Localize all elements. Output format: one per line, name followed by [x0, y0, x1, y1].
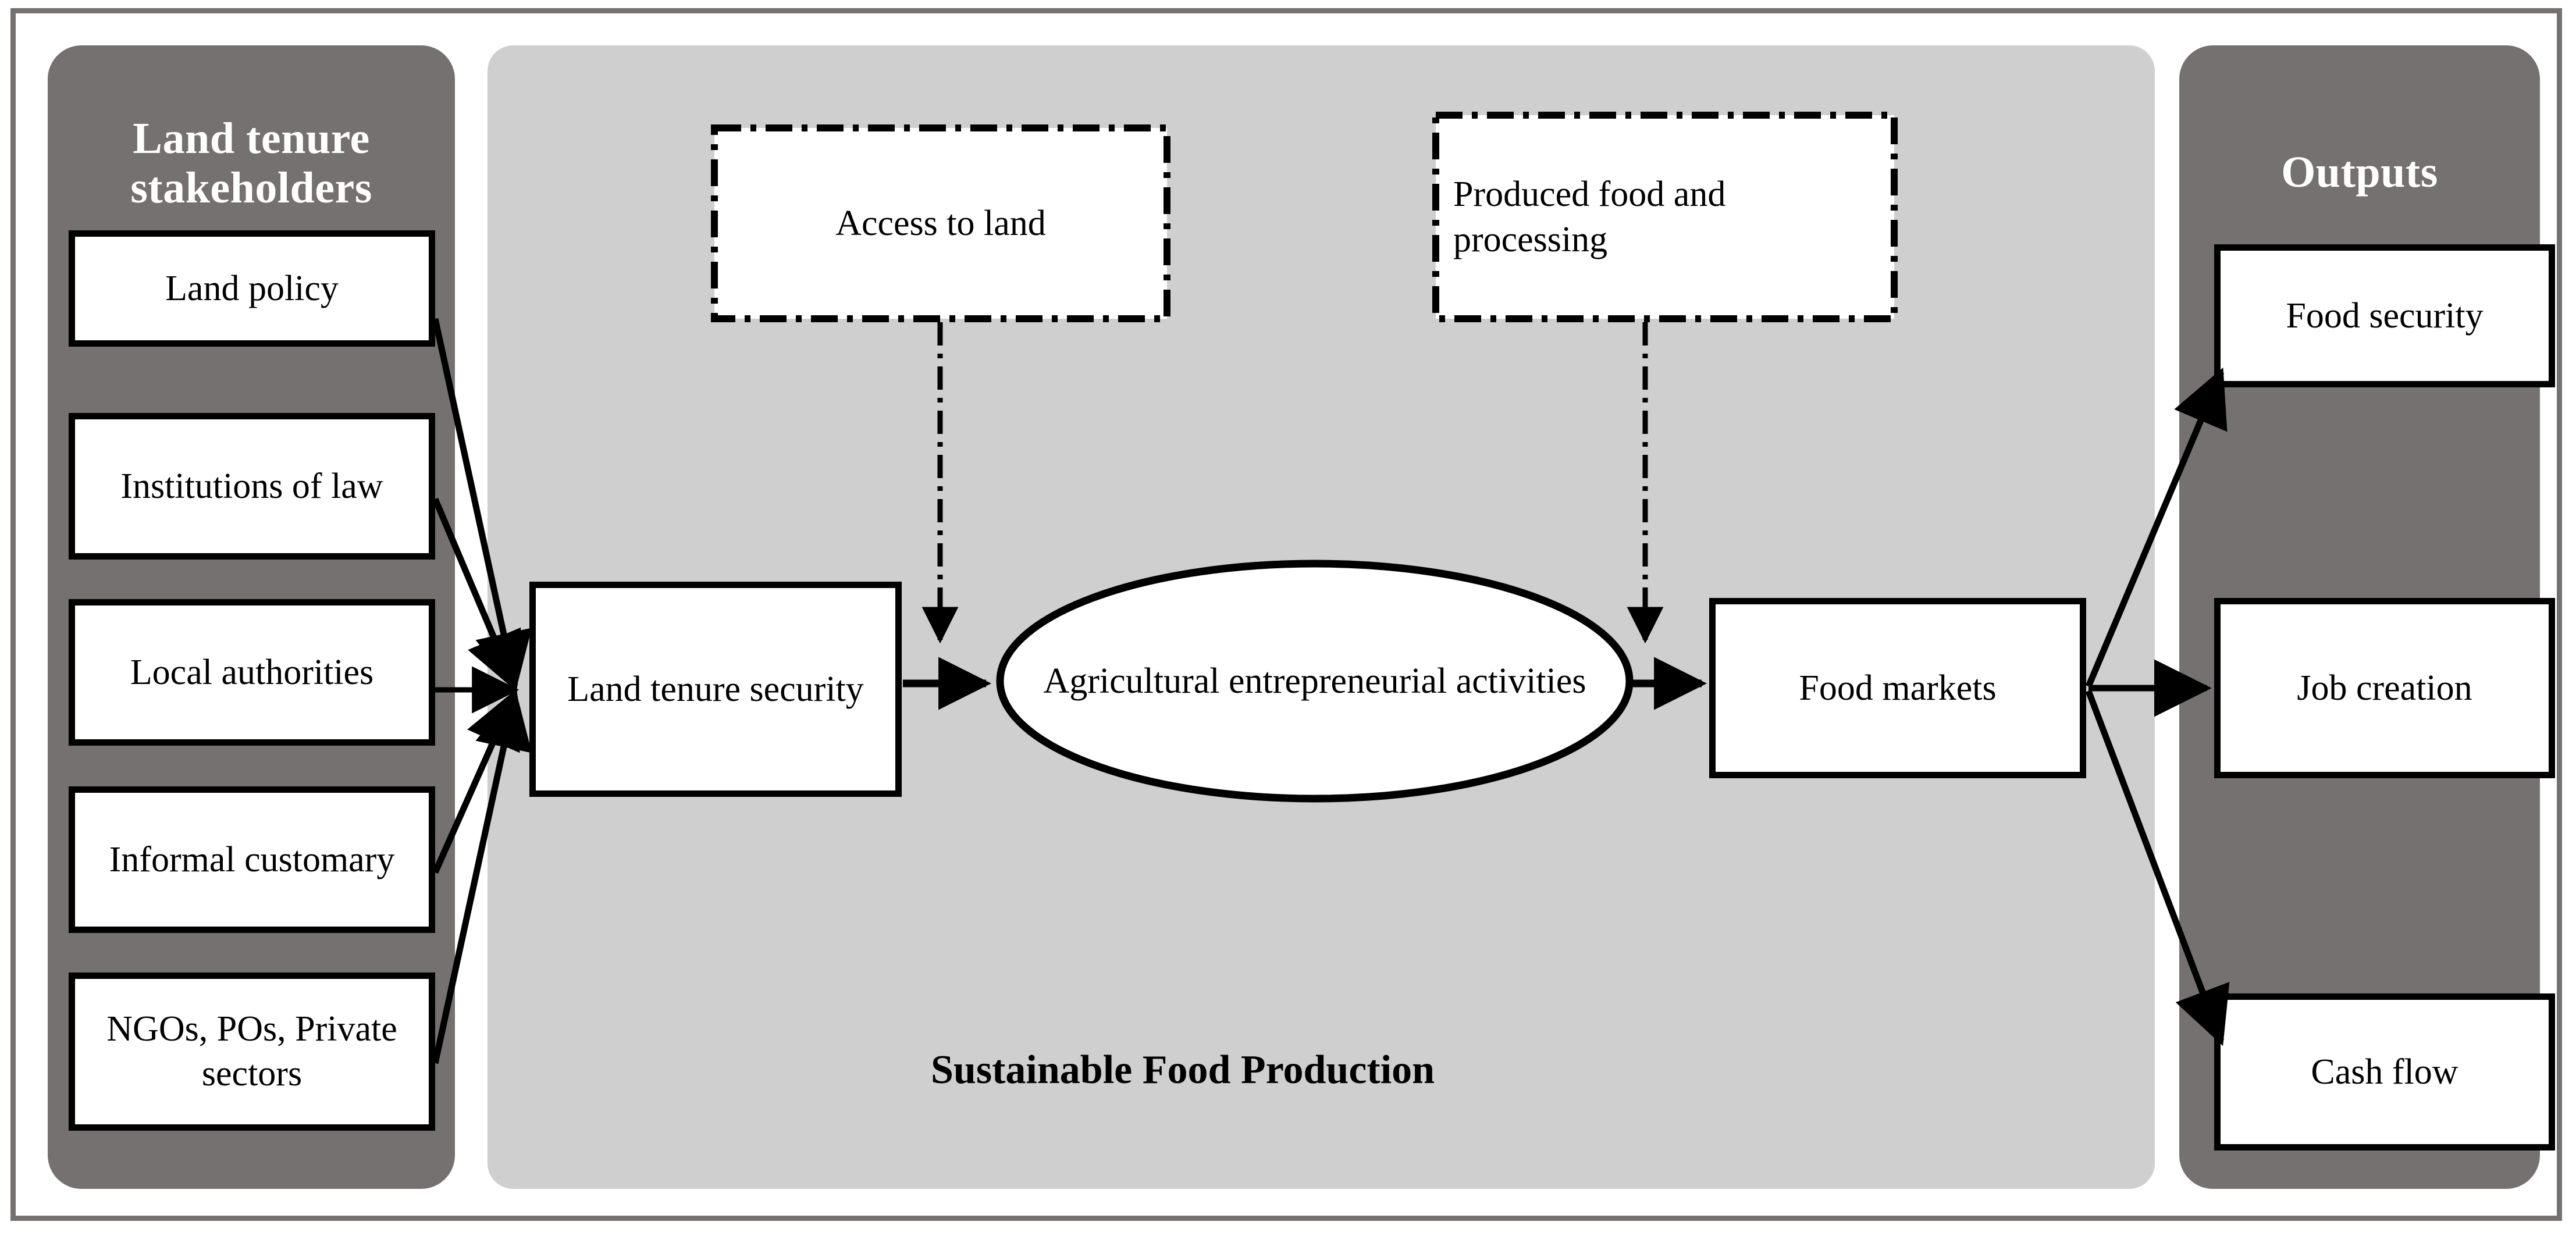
center-panel-caption: Sustainable Food Production	[931, 1048, 1435, 1092]
output-box-job-creation[interactable]: Job creation	[2214, 598, 2555, 778]
flow-ellipse-agricultural-entrepreneurial-activities[interactable]: Agricultural entrepreneurial activities	[996, 560, 1634, 803]
flow-box-food-markets[interactable]: Food markets	[1709, 598, 2086, 778]
output-label: Cash flow	[2311, 1052, 2458, 1092]
stakeholder-box-ngos-pos-private-sectors[interactable]: NGOs, POs, Private sectors	[69, 973, 435, 1131]
dashdot-border	[1432, 112, 1898, 322]
input-box-produced-food-and-processing[interactable]: Produced food and processing	[1432, 112, 1898, 322]
stakeholder-box-institutions-of-law[interactable]: Institutions of law	[69, 413, 435, 560]
stakeholder-label: NGOs, POs, Private sectors	[106, 1009, 397, 1093]
flow-label: Land tenure security	[567, 669, 864, 709]
input-box-access-to-land[interactable]: Access to land	[711, 124, 1170, 322]
input-label: Produced food and processing	[1453, 174, 1726, 259]
flow-label: Agricultural entrepreneurial activities	[1043, 661, 1586, 701]
stakeholder-box-local-authorities[interactable]: Local authorities	[69, 599, 435, 746]
stakeholder-label: Land policy	[165, 268, 339, 308]
stakeholder-box-land-policy[interactable]: Land policy	[69, 230, 435, 347]
output-box-food-security[interactable]: Food security	[2214, 244, 2555, 387]
output-box-cash-flow[interactable]: Cash flow	[2214, 993, 2555, 1150]
stakeholder-label: Institutions of law	[120, 466, 383, 506]
stakeholder-label: Informal customary	[109, 839, 395, 879]
output-label: Food security	[2286, 295, 2484, 336]
right-panel-title: Outputs	[2281, 148, 2438, 197]
flow-box-land-tenure-security[interactable]: Land tenure security	[529, 582, 902, 797]
stakeholder-label: Local authorities	[130, 652, 374, 692]
output-label: Job creation	[2297, 668, 2472, 708]
flow-label: Food markets	[1799, 668, 1997, 708]
stakeholder-box-informal-customary[interactable]: Informal customary	[69, 786, 435, 933]
dashdot-border	[711, 124, 1170, 322]
input-label: Access to land	[835, 203, 1046, 243]
left-panel-title: Land tenure stakeholders	[130, 114, 372, 213]
